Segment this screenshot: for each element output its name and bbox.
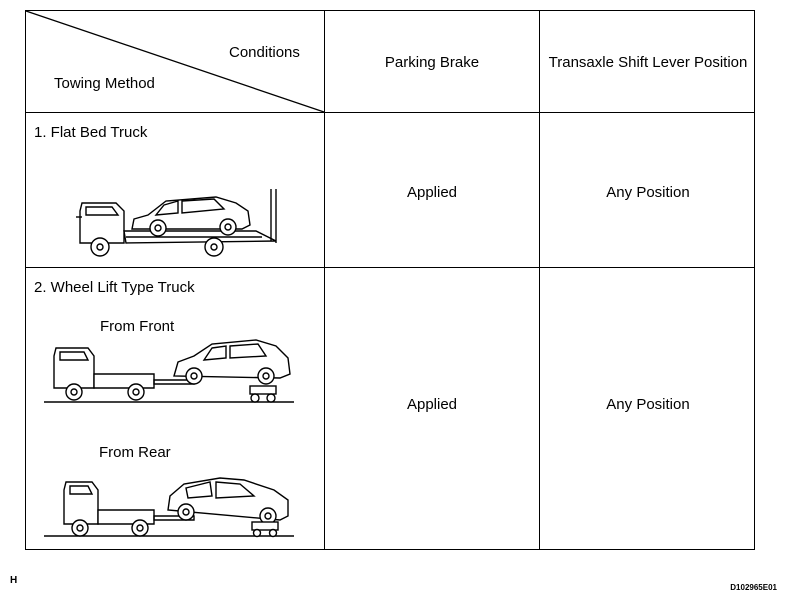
row-divider-2: [26, 267, 754, 268]
row-divider-1: [26, 112, 754, 113]
row2-sub-rear: From Rear: [99, 444, 171, 461]
col-divider-1: [324, 11, 325, 549]
header-towing-method: Towing Method: [54, 75, 155, 92]
row1-parking-brake: Applied: [406, 184, 458, 201]
row2-shift-lever: Any Position: [606, 396, 690, 413]
row2-method: 2. Wheel Lift Type Truck: [34, 279, 195, 296]
row1-shift-lever: Any Position: [606, 184, 690, 201]
header-diagonal: [25, 10, 325, 113]
col-divider-2: [539, 11, 540, 549]
wheel-lift-front-illustration: [44, 339, 294, 403]
footer-left-mark: H: [10, 575, 18, 586]
figure-code: D102965E01: [730, 583, 777, 592]
row1-method: 1. Flat Bed Truck: [34, 124, 148, 141]
header-conditions: Conditions: [229, 44, 300, 61]
header-shift-lever: Transaxle Shift Lever Position: [548, 54, 748, 71]
row2-parking-brake: Applied: [406, 396, 458, 413]
header-parking-brake: Parking Brake: [384, 54, 480, 71]
row2-sub-front: From Front: [100, 318, 175, 335]
towing-table: Conditions Towing Method Parking Brake T…: [25, 10, 755, 550]
wheel-lift-rear-illustration: [44, 477, 294, 538]
flat-bed-truck-illustration: [76, 189, 277, 257]
